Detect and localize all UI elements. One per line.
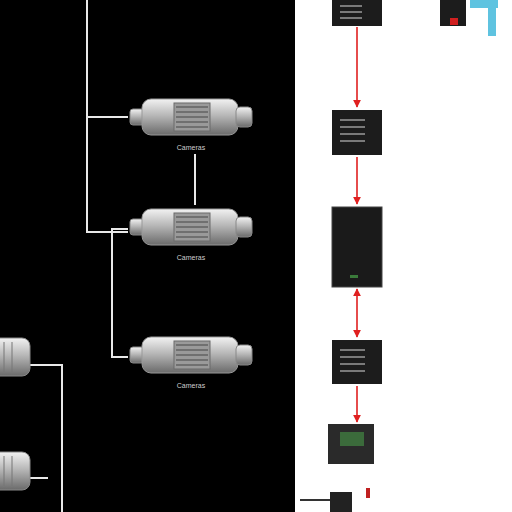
camera-label: Cameras [128,143,254,152]
dark-panel [0,0,295,512]
camera-label: Cameras [128,253,254,262]
device-chain [300,0,498,512]
camera-node: Cameras [128,205,254,262]
connector-line [112,229,128,357]
camera-symbol [128,95,254,139]
camera-symbol [128,333,254,377]
feed-lines [30,0,128,512]
camera-node: Cameras [128,333,254,390]
connector-line [194,154,196,205]
camera-partial [0,338,30,490]
camera-symbol [128,205,254,249]
camera-node: Cameras [128,95,254,152]
camera-label: Cameras [128,381,254,390]
